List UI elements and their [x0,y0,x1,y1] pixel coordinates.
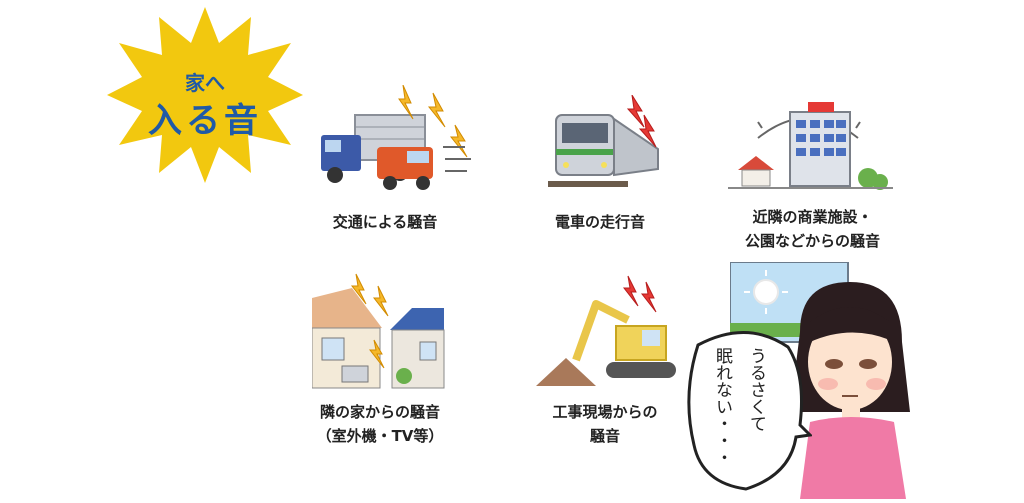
lightning-icon [626,94,657,148]
badge-title-line1: 家へ [185,71,225,95]
speech-line-2: 眠れない・・・ [712,347,732,466]
badge-title-line2: 入る音 [148,101,262,141]
caption-construction: 工事現場からの 騒音 [552,403,658,445]
construction-illustration [536,270,686,390]
sleepy-girl-illustration [729,261,920,499]
train-illustration [548,94,663,195]
lightning-icon [622,275,657,313]
starburst-shape [107,7,303,183]
commercial-illustration [728,98,893,196]
speech-bubble: うるさくて 眠れない・・・ [682,325,814,495]
caption-commercial: 近隣の商業施設・ 公園などからの騒音 [744,208,880,250]
lightning-icon [350,273,389,369]
caption-traffic: 交通による騒音 [332,213,438,231]
caption-neighbor: 隣の家からの騒音 （室外機・TV等） [316,403,444,445]
lightning-icon [398,84,468,158]
starburst-badge: 家へ 入る音 [105,5,305,185]
traffic-illustration [315,84,480,195]
caption-train: 電車の走行音 [554,213,645,231]
speech-line-1: うるさくて [746,347,766,432]
sun-icon [744,270,788,314]
neighbor-illustration [311,268,447,390]
